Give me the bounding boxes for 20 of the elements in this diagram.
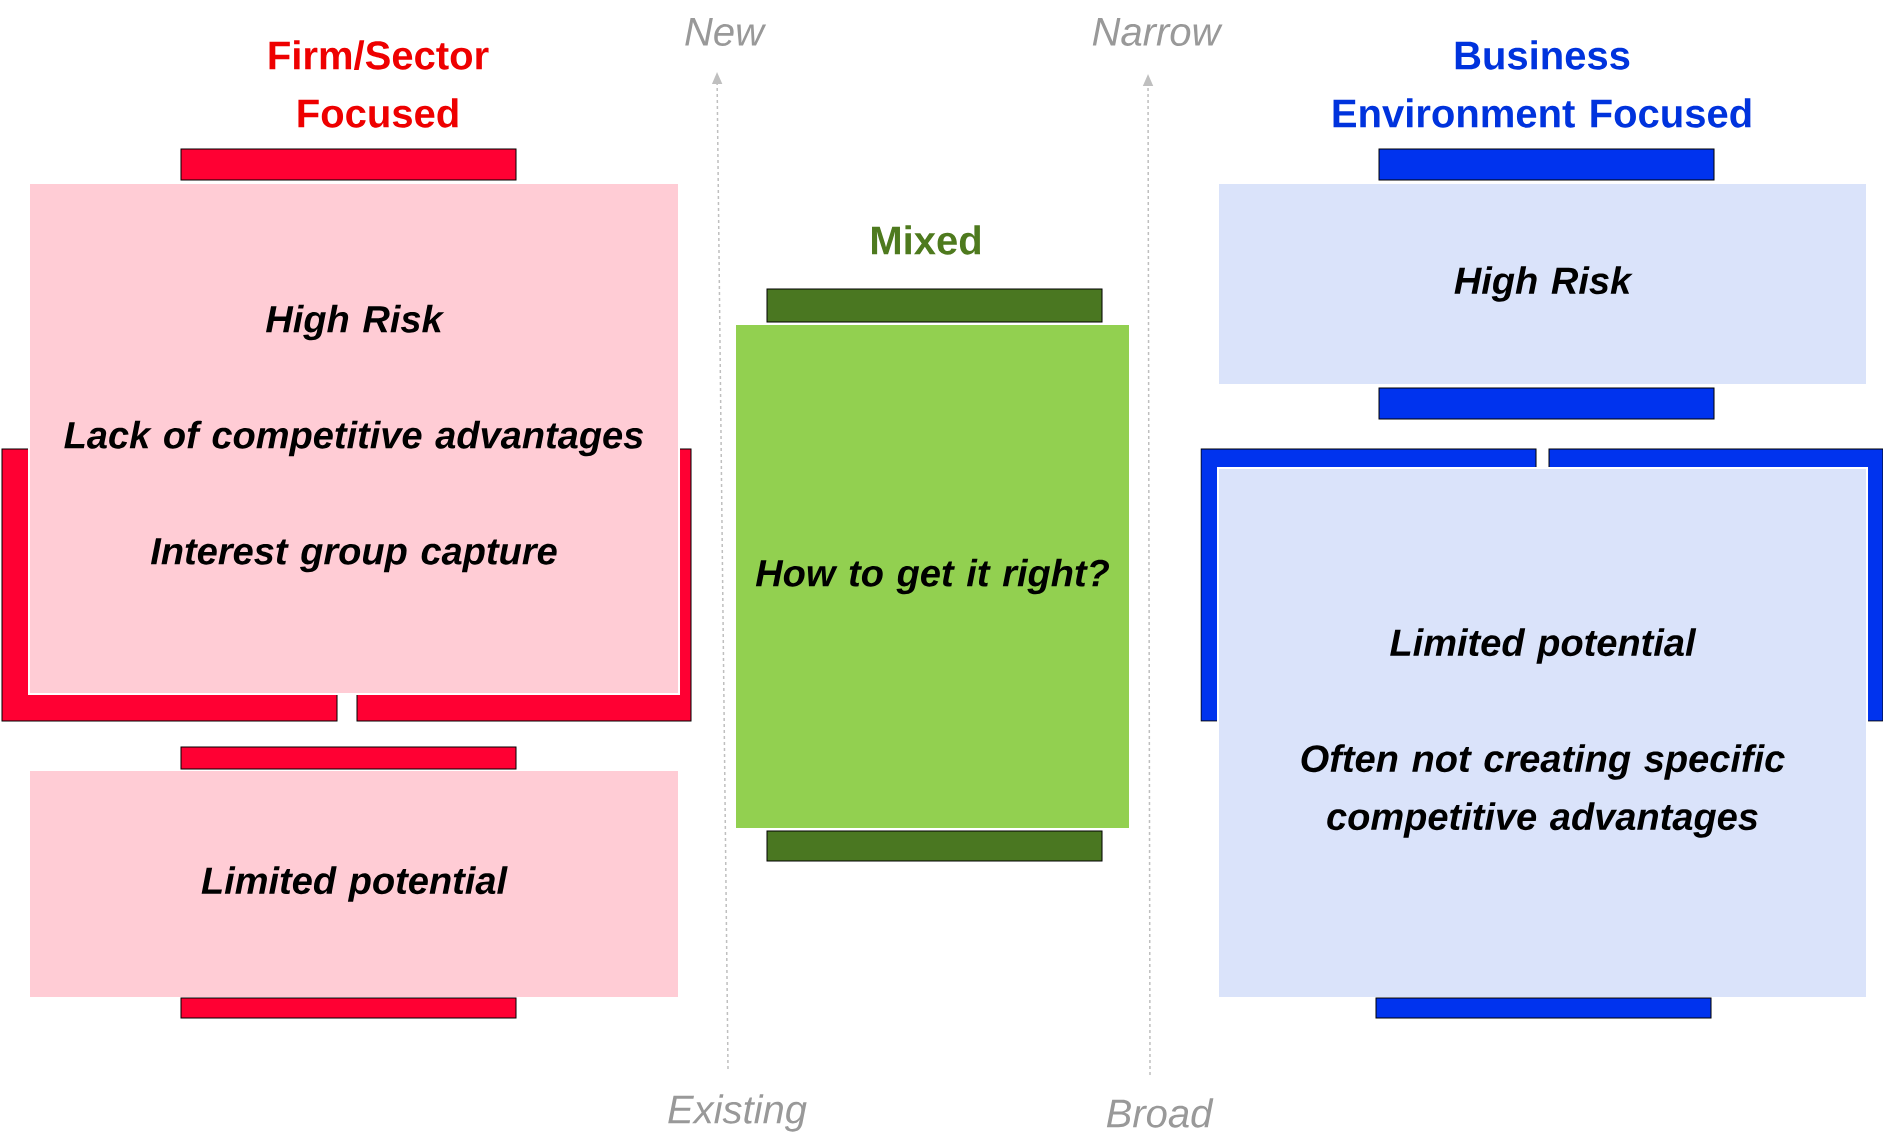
bar: [1378, 387, 1715, 420]
bar: [766, 830, 1103, 862]
text-box: Limited potential: [28, 769, 680, 999]
heading: Firm/Sector Focused: [269, 40, 489, 128]
bar: [1378, 148, 1715, 181]
bar: [1375, 997, 1712, 1019]
axis-label: Broad: [1106, 1098, 1214, 1128]
text-box: Limited potential Often not creating specific competitive advantages: [1217, 467, 1868, 999]
bar: [180, 148, 517, 181]
axis-label: Narrow: [1092, 18, 1223, 46]
heading: Business Environment Focused: [1333, 40, 1751, 128]
text-box: How to get it right?: [734, 323, 1131, 830]
axis-label: Existing: [668, 1094, 807, 1132]
text-box: High Risk: [1217, 182, 1868, 386]
bar: [766, 288, 1103, 323]
axis-label: New: [685, 18, 767, 46]
bar: [180, 746, 517, 770]
text-box: High Risk Lack of competitive advantages Interest group capture: [28, 182, 680, 695]
bar: [180, 997, 517, 1019]
heading: Mixed: [872, 225, 981, 255]
